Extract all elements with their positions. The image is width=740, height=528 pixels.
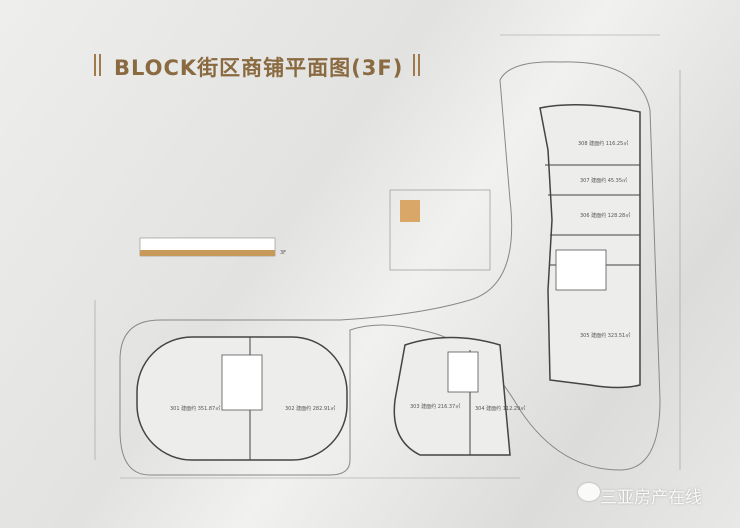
unit-305-label: 305 建面约 323.51㎡	[580, 332, 630, 339]
title-text: BLOCK街区商铺平面图(3F)	[114, 56, 404, 80]
unit-308-label: 308 建面约 116.25㎡	[578, 140, 628, 147]
unit-301-label: 301 建面约 351.87㎡	[170, 405, 220, 412]
dimension-lines	[94, 34, 681, 479]
title-ornament-left	[94, 53, 104, 81]
unit-307-label: 307 建面约 45.35㎡	[580, 177, 627, 184]
title-ornament-right	[413, 53, 423, 81]
core-west	[221, 354, 263, 411]
block-center	[393, 336, 511, 456]
unit-303-label: 303 建面约 216.37㎡	[410, 403, 460, 410]
unit-304-label: 304 建面约 112.29㎡	[475, 405, 525, 412]
key-plan	[139, 189, 491, 271]
unit-302-label: 302 建面约 282.91㎡	[285, 405, 335, 412]
site-outline	[119, 61, 661, 476]
watermark: 三亚房产在线	[600, 488, 702, 508]
tower-east	[539, 104, 641, 389]
core-east	[555, 249, 607, 291]
core-center	[447, 351, 479, 393]
wechat-icon	[578, 483, 600, 501]
floor-tag: 3F	[280, 250, 286, 256]
page-title: BLOCK街区商铺平面图(3F)	[94, 52, 423, 82]
unit-306-label: 306 建面约 128.28㎡	[580, 212, 630, 219]
